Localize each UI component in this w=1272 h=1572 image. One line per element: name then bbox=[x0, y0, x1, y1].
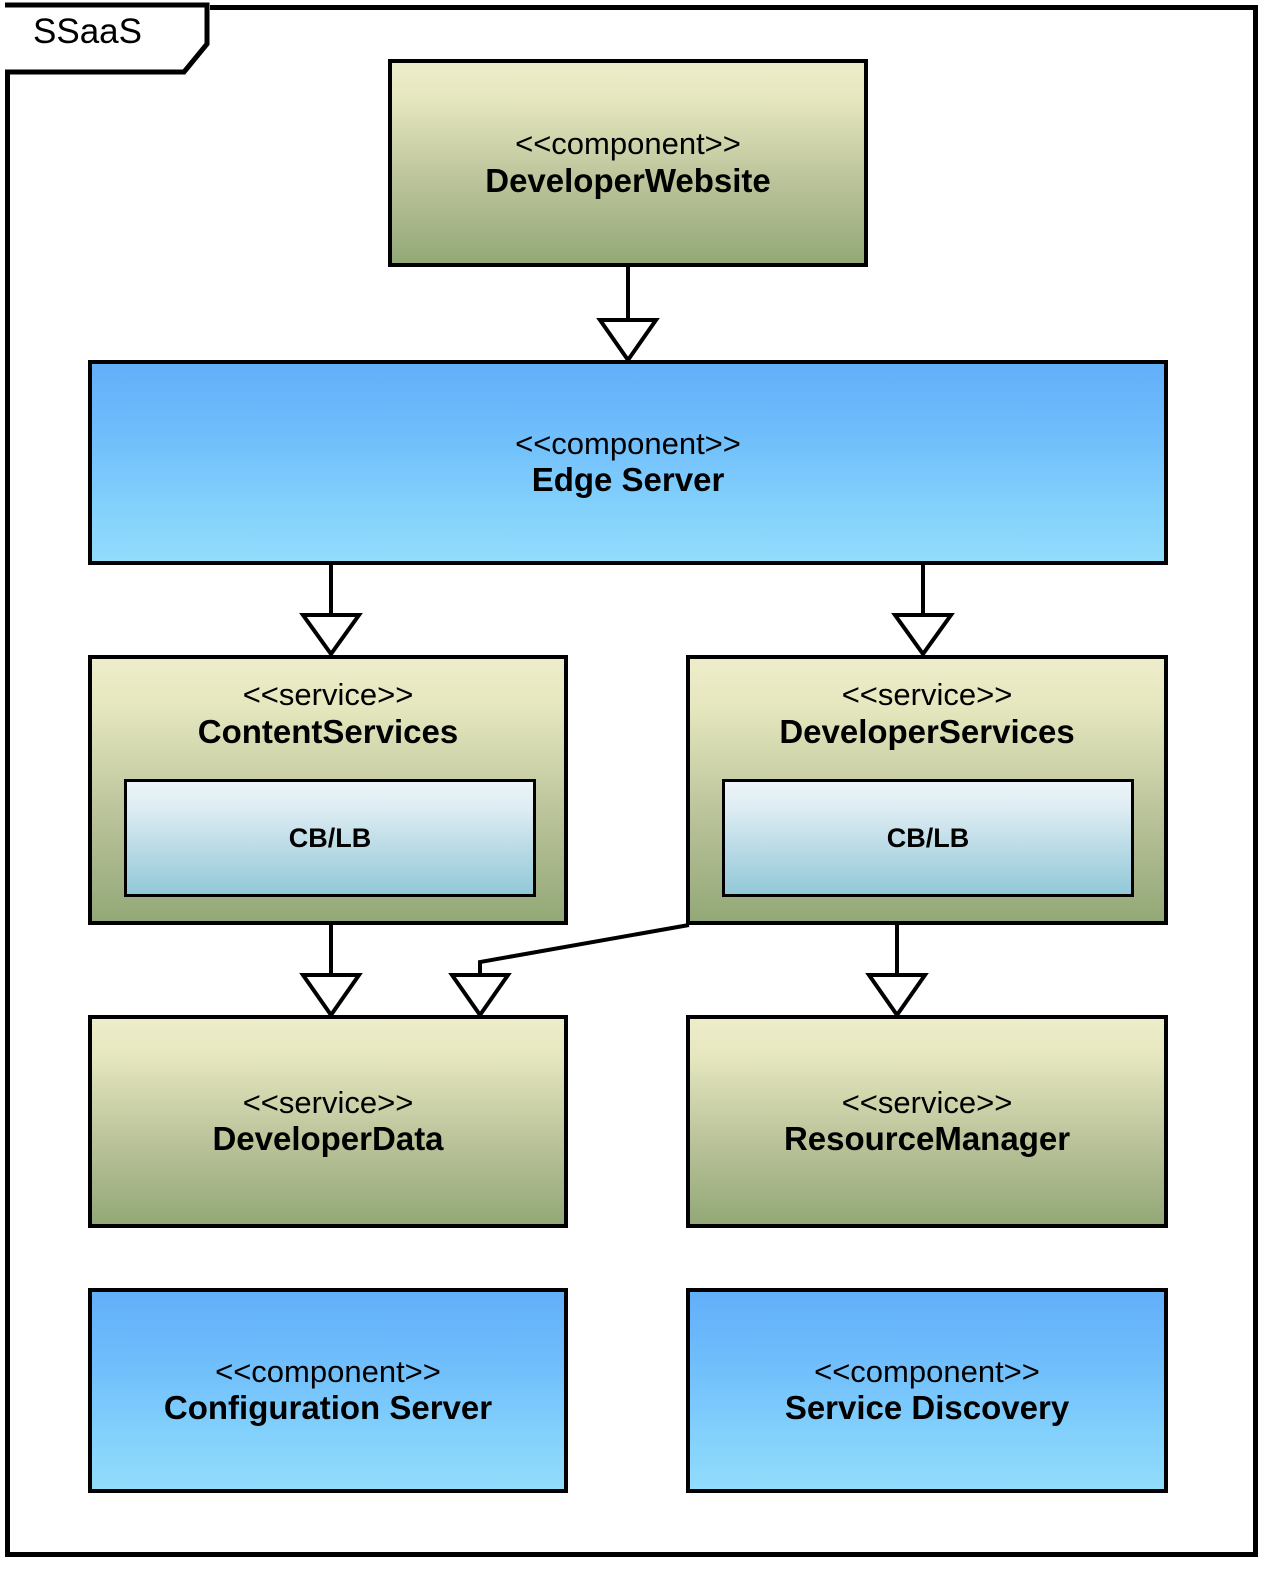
node-developer-website-stereotype: <<component>> bbox=[515, 126, 741, 162]
node-content-services[interactable]: <<service>> ContentServices CB/LB bbox=[88, 655, 568, 925]
node-developer-data[interactable]: <<service>> DeveloperData bbox=[88, 1015, 568, 1228]
node-developer-services-name: DeveloperServices bbox=[779, 712, 1075, 750]
node-edge-server-stereotype: <<component>> bbox=[515, 425, 741, 461]
node-edge-server[interactable]: <<component>> Edge Server bbox=[88, 360, 1168, 565]
node-resource-manager[interactable]: <<service>> ResourceManager bbox=[686, 1015, 1168, 1228]
node-developer-services-cblb[interactable]: CB/LB bbox=[722, 779, 1134, 897]
node-configuration-server-stereotype: <<component>> bbox=[215, 1353, 441, 1389]
node-edge-server-name: Edge Server bbox=[531, 461, 725, 499]
node-developer-services[interactable]: <<service>> DeveloperServices CB/LB bbox=[686, 655, 1168, 925]
node-content-services-cblb[interactable]: CB/LB bbox=[124, 779, 536, 897]
node-developer-data-name: DeveloperData bbox=[212, 1120, 444, 1158]
node-content-services-name: ContentServices bbox=[197, 712, 459, 750]
node-service-discovery-name: Service Discovery bbox=[784, 1389, 1070, 1427]
node-developer-website-name: DeveloperWebsite bbox=[485, 161, 771, 199]
node-content-services-cblb-label: CB/LB bbox=[288, 822, 372, 853]
node-service-discovery[interactable]: <<component>> Service Discovery bbox=[686, 1288, 1168, 1493]
frame-label: SSaaS bbox=[33, 12, 142, 51]
node-content-services-stereotype: <<service>> bbox=[242, 677, 414, 712]
node-resource-manager-name: ResourceManager bbox=[783, 1120, 1071, 1158]
node-configuration-server-name: Configuration Server bbox=[163, 1389, 493, 1427]
node-resource-manager-stereotype: <<service>> bbox=[841, 1084, 1013, 1120]
node-developer-data-stereotype: <<service>> bbox=[242, 1084, 414, 1120]
node-developer-services-stereotype: <<service>> bbox=[841, 677, 1013, 712]
node-service-discovery-stereotype: <<component>> bbox=[814, 1353, 1040, 1389]
node-configuration-server[interactable]: <<component>> Configuration Server bbox=[88, 1288, 568, 1493]
diagram-frame bbox=[5, 5, 1258, 1557]
node-developer-website[interactable]: <<component>> DeveloperWebsite bbox=[388, 59, 868, 267]
node-developer-services-cblb-label: CB/LB bbox=[886, 822, 970, 853]
